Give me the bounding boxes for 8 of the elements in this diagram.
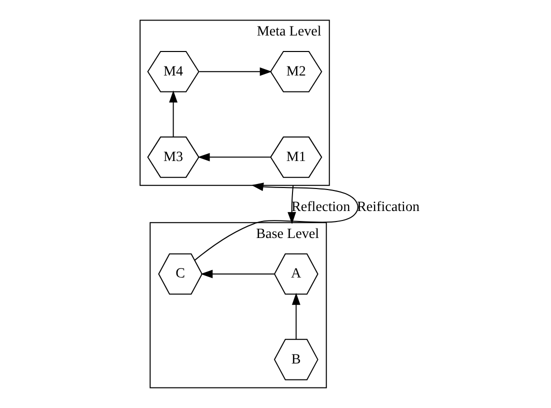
arrow — [288, 185, 296, 224]
arrow — [199, 67, 272, 76]
arrow — [198, 152, 270, 162]
arrow — [292, 292, 300, 340]
arrow — [200, 270, 274, 278]
edge-label: Reification — [356, 198, 420, 215]
arrow — [194, 182, 358, 261]
arrow — [169, 90, 178, 137]
